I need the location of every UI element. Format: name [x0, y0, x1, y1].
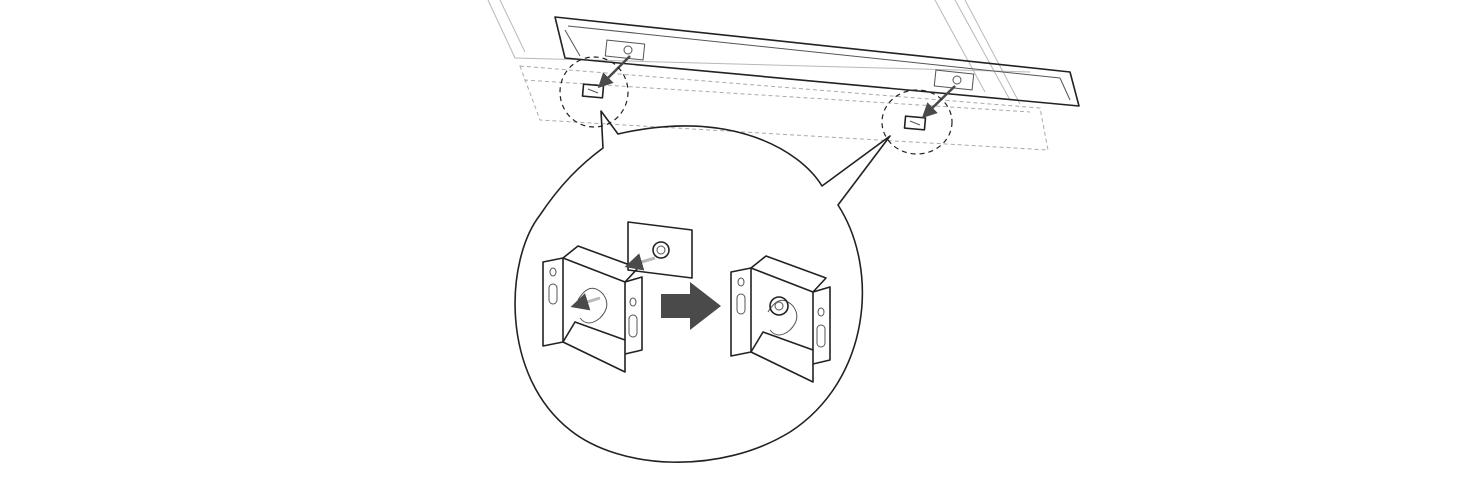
next-step-arrow: [661, 282, 721, 330]
left-wall-bracket: [581, 83, 605, 99]
right-wall-bracket: [903, 115, 927, 131]
tv-ghost-outline: [487, 0, 1049, 151]
left-detail-marker: [559, 56, 629, 128]
step-2-bracket-engaged: [730, 255, 831, 383]
detail-callout-bubble: [514, 110, 891, 463]
step-1-bracket-with-screw: [542, 221, 693, 373]
right-attach-arrow: [921, 85, 956, 119]
soundbar: [554, 16, 1080, 107]
right-detail-marker: [881, 89, 953, 155]
left-attach-arrow: [597, 55, 631, 89]
